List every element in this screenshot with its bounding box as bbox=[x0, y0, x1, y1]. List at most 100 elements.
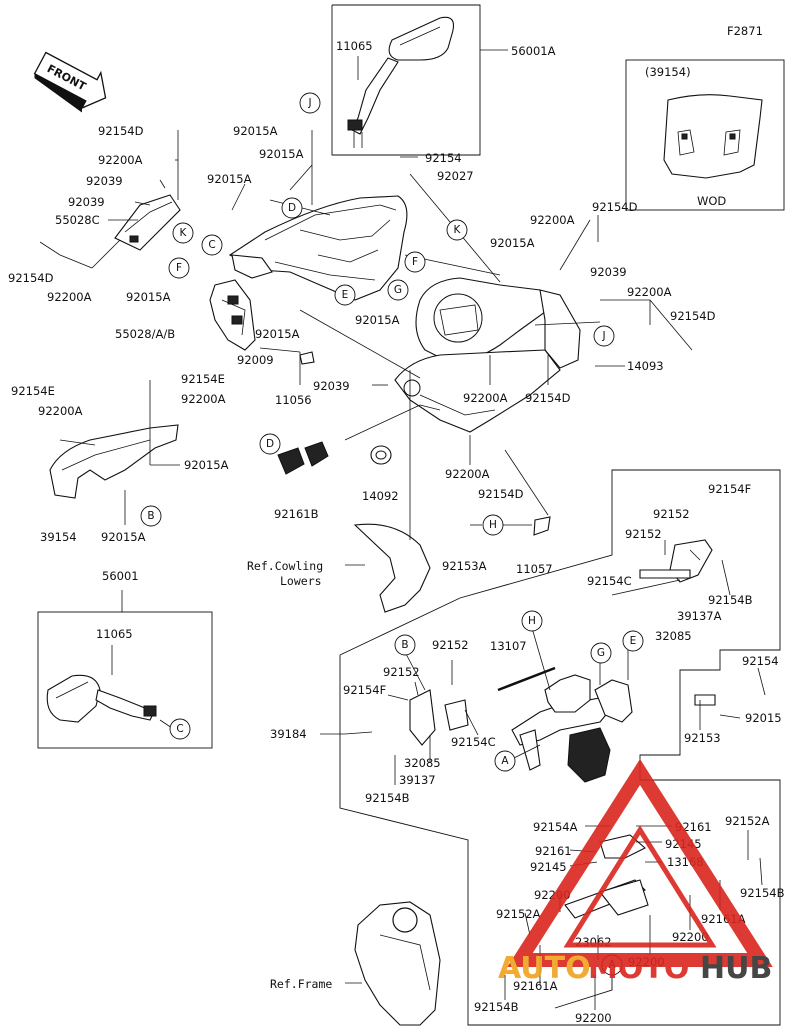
part-label: 14093 bbox=[627, 359, 664, 373]
meter-cowl-side bbox=[539, 289, 581, 369]
callout-c-upper: C bbox=[201, 234, 223, 256]
part-label: 39184 bbox=[270, 727, 307, 741]
part-label: 92154E bbox=[181, 372, 225, 386]
part-label: 92015A bbox=[355, 313, 400, 327]
part-label: 92200A bbox=[530, 213, 575, 227]
callout-h-lower: H bbox=[521, 610, 543, 632]
part-label: 92200A bbox=[98, 153, 143, 167]
wod-shroud bbox=[663, 94, 763, 179]
part-label: 39154 bbox=[40, 530, 77, 544]
part-label: 92152 bbox=[383, 665, 420, 679]
bracket-11056 bbox=[299, 351, 315, 365]
part-label: 92154B bbox=[365, 791, 410, 805]
callout-h-upper: H bbox=[482, 514, 504, 536]
svg-text:E: E bbox=[630, 635, 637, 647]
callout-g-mid: G bbox=[387, 279, 409, 301]
part-label: 92161A bbox=[513, 979, 558, 993]
callout-a-bracket: A bbox=[494, 750, 516, 772]
part-label: 92200A bbox=[627, 285, 672, 299]
mirror-56001a-frame bbox=[331, 4, 481, 156]
upper-cowl bbox=[114, 194, 408, 351]
diagram-code: F2871 bbox=[727, 24, 763, 38]
mirror-mount-right bbox=[347, 119, 363, 131]
part-label: 39137A bbox=[677, 609, 722, 623]
part-label: 92015A bbox=[126, 290, 171, 304]
part-label: 92152 bbox=[653, 507, 690, 521]
ref-cowling-line2: Lowers bbox=[280, 574, 322, 588]
part-label: 92015 bbox=[745, 711, 782, 725]
upper-cowl-body bbox=[228, 195, 408, 301]
part-label: 92039 bbox=[86, 174, 123, 188]
small-parts bbox=[277, 351, 551, 613]
mirror-56001 bbox=[46, 674, 157, 723]
mirror-head-right bbox=[388, 16, 455, 61]
watermark-auto: AUTO bbox=[498, 951, 591, 986]
callout-f-mid: F bbox=[404, 251, 426, 273]
part-label: 32085 bbox=[404, 756, 441, 770]
frame-steering-hole bbox=[392, 907, 418, 933]
rod-13107 bbox=[497, 666, 556, 692]
callout-g-bracket: G bbox=[590, 642, 612, 664]
part-label: 92154D bbox=[478, 487, 524, 501]
part-label: 92152A bbox=[496, 907, 541, 921]
cowling-lower-ref bbox=[353, 523, 431, 613]
bolt-92153 bbox=[694, 694, 716, 706]
part-label: 92154B bbox=[474, 1000, 519, 1014]
watermark: AUTO MOTO HUB bbox=[498, 758, 773, 986]
svg-text:H: H bbox=[489, 519, 497, 531]
part-label: 92154B bbox=[708, 593, 753, 607]
part-label: 92154C bbox=[587, 574, 632, 588]
frame-ref bbox=[354, 901, 441, 1026]
part-label: 92015A bbox=[233, 124, 278, 138]
rubber-92161b-b bbox=[304, 441, 329, 467]
wod-inset-frame bbox=[625, 59, 785, 211]
callout-j-right: J bbox=[593, 325, 615, 347]
bracket-center-block bbox=[567, 727, 611, 783]
watermark-hub: HUB bbox=[700, 951, 772, 986]
callout-e-mid: E bbox=[334, 284, 356, 306]
part-label: 92200A bbox=[47, 290, 92, 304]
callout-c-mirror: C bbox=[169, 718, 191, 740]
part-labels: F2871 (39154) WOD 11065 56001A 92015A 92… bbox=[8, 24, 785, 1025]
part-label: 92200A bbox=[38, 404, 83, 418]
svg-text:A: A bbox=[501, 755, 509, 767]
callout-k-left: K bbox=[172, 222, 194, 244]
callout-f-left: F bbox=[168, 257, 190, 279]
part-label: 92154A bbox=[533, 820, 578, 834]
part-label: 92015A bbox=[255, 327, 300, 341]
part-label: 92039 bbox=[590, 265, 627, 279]
part-label: 11065 bbox=[336, 39, 373, 53]
part-label: 11057 bbox=[516, 562, 553, 576]
front-arrow-shadow bbox=[34, 73, 86, 113]
part-label: 92039 bbox=[68, 195, 105, 209]
part-label: 92200 bbox=[575, 1011, 612, 1025]
part-label: 92015A bbox=[207, 172, 252, 186]
svg-text:G: G bbox=[597, 647, 605, 659]
side-cover-clip bbox=[227, 295, 239, 305]
mirror-56001a bbox=[347, 16, 508, 148]
part-label: 56001A bbox=[511, 44, 556, 58]
part-label: 92009 bbox=[237, 353, 274, 367]
svg-text:C: C bbox=[176, 723, 183, 735]
part-label: 92154F bbox=[708, 482, 751, 496]
part-label: 92200A bbox=[445, 467, 490, 481]
part-label: 92154D bbox=[592, 200, 638, 214]
bracket-32085 bbox=[444, 699, 469, 731]
part-label: 92154E bbox=[11, 384, 55, 398]
bracket-39137 bbox=[409, 689, 436, 746]
part-label: 92145 bbox=[530, 860, 567, 874]
svg-text:F: F bbox=[412, 256, 418, 268]
bracket-right-plate bbox=[594, 679, 633, 723]
svg-text:K: K bbox=[454, 224, 462, 236]
mirror-stem-right bbox=[351, 57, 399, 135]
svg-text:K: K bbox=[180, 227, 188, 239]
part-label: 92154D bbox=[8, 271, 54, 285]
mirror-head-left bbox=[46, 674, 101, 723]
inset-caption: WOD bbox=[697, 194, 726, 208]
svg-text:F: F bbox=[176, 262, 182, 274]
bracket-assembly-frame bbox=[339, 469, 781, 1026]
part-label: 92015A bbox=[101, 530, 146, 544]
part-label: 92161 bbox=[535, 844, 572, 858]
part-label: 92153A bbox=[442, 559, 487, 573]
wod-clip-left bbox=[681, 133, 688, 140]
